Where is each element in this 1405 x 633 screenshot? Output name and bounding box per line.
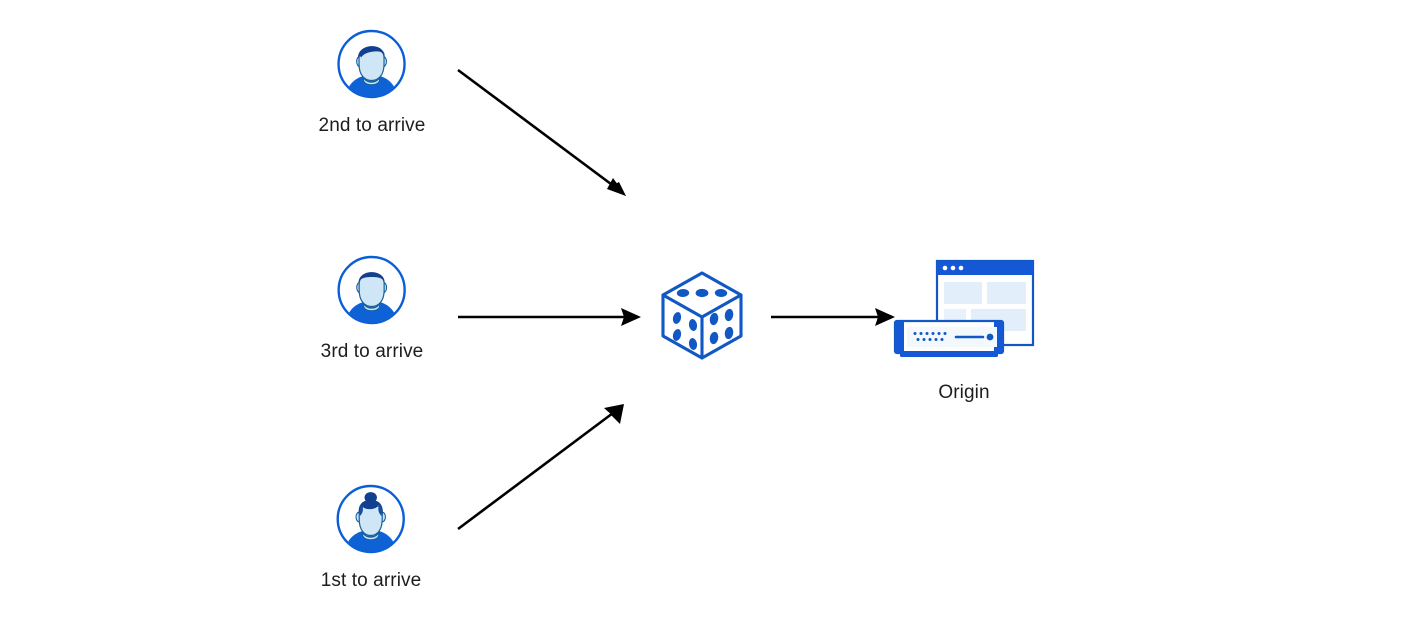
client-label-2nd: 2nd to arrive (318, 115, 426, 136)
user-avatar-icon (336, 28, 408, 100)
origin-server-icon (891, 255, 1037, 371)
arrow-client-middle-to-balancer (458, 308, 641, 326)
dice-icon (656, 268, 748, 362)
client-node-1st[interactable]: 1st to arrive (321, 483, 422, 590)
origin-label: Origin (938, 382, 990, 403)
user-avatar-icon (336, 254, 408, 326)
user-avatar-icon (335, 483, 407, 555)
client-label-1st: 1st to arrive (320, 570, 422, 591)
arrow-balancer-to-origin (771, 308, 895, 326)
client-node-3rd[interactable]: 3rd to arrive (321, 254, 424, 361)
arrow-client-top-to-balancer (457, 68, 626, 196)
client-label-3rd: 3rd to arrive (320, 341, 424, 362)
load-balancer-node[interactable] (656, 268, 748, 362)
arrow-client-bottom-to-balancer (457, 404, 624, 531)
origin-node[interactable]: Origin (891, 255, 1037, 402)
client-node-2nd[interactable]: 2nd to arrive (319, 28, 426, 135)
